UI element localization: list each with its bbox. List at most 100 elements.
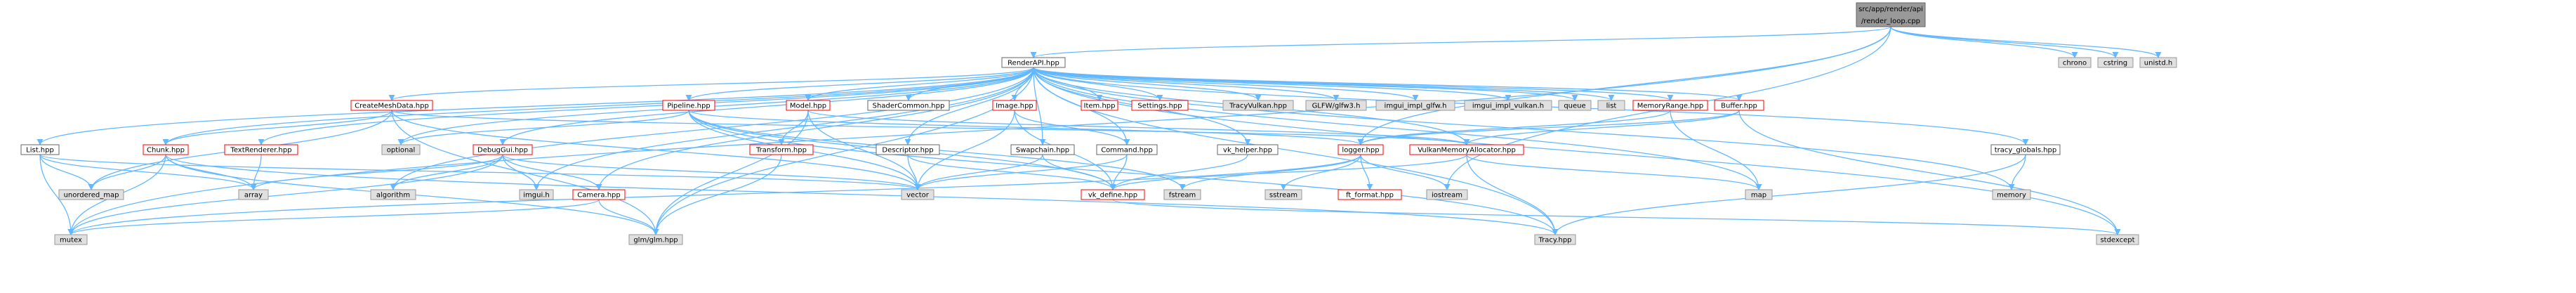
node-mutex: mutex xyxy=(54,234,88,245)
node-ftformat[interactable]: ft_format.hpp xyxy=(1337,189,1402,200)
node-createmeshdata[interactable]: CreateMeshData.hpp xyxy=(350,100,433,111)
node-debuggui-label: DebugGui.hpp xyxy=(477,147,528,155)
node-transform-box xyxy=(749,144,814,155)
edge-renderapi-to-glm xyxy=(652,67,1034,235)
node-unorderedmap-box xyxy=(58,189,124,200)
node-pipeline-box xyxy=(662,100,715,111)
edge-listhpp-to-mutex xyxy=(39,154,74,235)
node-image[interactable]: Image.hpp xyxy=(992,100,1037,111)
edge-vkdefine-to-stdexcept xyxy=(1112,199,2121,235)
edge-renderapi-to-textrenderer xyxy=(258,67,1034,145)
node-descriptor-box xyxy=(876,144,940,155)
node-image-box xyxy=(992,100,1037,111)
node-array: array xyxy=(238,189,269,200)
node-buffer[interactable]: Buffer.hpp xyxy=(1714,100,1764,111)
node-unorderedmap: unordered_map xyxy=(58,189,124,200)
node-command[interactable]: Command.hpp xyxy=(1096,144,1158,155)
node-buffer-box xyxy=(1714,100,1764,111)
node-chrono: chrono xyxy=(2058,57,2092,68)
node-tracyvulkan: TracyVulkan.hpp xyxy=(1222,100,1294,111)
node-camera[interactable]: Camera.hpp xyxy=(572,189,626,200)
node-tracy-box xyxy=(1534,234,1576,245)
edge-createmeshdata-to-vector xyxy=(391,110,921,190)
node-imguih: imgui.h xyxy=(519,189,554,200)
node-vkdefine-label: vk_define.hpp xyxy=(1088,192,1137,200)
edge-debuggui-to-imguih xyxy=(502,154,540,190)
node-vkhelper[interactable]: vk_helper.hpp xyxy=(1217,144,1279,155)
edge-renderapi-to-listhpp xyxy=(37,67,1034,145)
edge-pipeline-to-tracy xyxy=(688,110,1559,235)
node-iostream-box xyxy=(1426,189,1468,200)
node-cstring-box xyxy=(2097,57,2134,68)
node-transform[interactable]: Transform.hpp xyxy=(749,144,814,155)
node-transform-label: Transform.hpp xyxy=(755,147,807,155)
edge-debuggui-to-camera xyxy=(502,154,602,190)
edge-logger-to-mutex xyxy=(67,154,1361,235)
node-item-label: Item.hpp xyxy=(1084,103,1116,110)
node-root[interactable]: src/app/render/api/render_loop.cpp xyxy=(1856,2,1926,27)
node-iostream: iostream xyxy=(1426,189,1468,200)
node-sstream-box xyxy=(1264,189,1302,200)
node-settings[interactable]: Settings.hpp xyxy=(1131,100,1189,111)
node-logger[interactable]: logger.hpp xyxy=(1337,144,1384,155)
edge-vma-to-map xyxy=(1466,154,1762,190)
edge-listhpp-to-vector xyxy=(39,154,921,190)
node-memory-label: memory xyxy=(1997,192,2026,200)
node-chunk-box xyxy=(143,144,189,155)
node-model[interactable]: Model.hpp xyxy=(786,100,831,111)
node-memoryrange[interactable]: MemoryRange.hpp xyxy=(1632,100,1708,111)
node-item[interactable]: Item.hpp xyxy=(1081,100,1118,111)
node-queue-label: queue xyxy=(1564,103,1585,110)
node-textrenderer[interactable]: TextRenderer.hpp xyxy=(224,144,298,155)
edge-camera-to-mutex xyxy=(67,199,600,235)
edge-image-to-command xyxy=(1014,110,1130,145)
node-imguih-box xyxy=(519,189,554,200)
node-imguivulkan-label: imgui_impl_vulkan.h xyxy=(1472,103,1544,110)
node-algorithm: algorithm xyxy=(370,189,416,200)
node-vkhelper-label: vk_helper.hpp xyxy=(1223,147,1272,155)
node-unistd-box xyxy=(2139,57,2177,68)
node-fstream: fstream xyxy=(1163,189,1201,200)
node-renderapi-label: RenderAPI.hpp xyxy=(1008,60,1059,67)
node-root-label: /render_loop.cpp xyxy=(1861,18,1920,25)
edge-chunk-to-unorderedmap xyxy=(88,154,166,190)
node-optional-label: optional xyxy=(387,147,416,155)
node-fstream-box xyxy=(1163,189,1201,200)
node-chunk[interactable]: Chunk.hpp xyxy=(143,144,189,155)
node-cstring: cstring xyxy=(2097,57,2134,68)
edge-logger-to-iostream xyxy=(1360,154,1451,190)
node-root-label: src/app/render/api xyxy=(1858,6,1923,13)
node-imguivulkan: imgui_impl_vulkan.h xyxy=(1464,100,1552,111)
node-tracyglobals[interactable]: tracy_globals.hpp xyxy=(1990,144,2061,155)
node-descriptor[interactable]: Descriptor.hpp xyxy=(876,144,940,155)
node-listhpp[interactable]: List.hpp xyxy=(20,144,60,155)
edge-model-to-vector xyxy=(807,110,921,190)
node-cstring-label: cstring xyxy=(2103,60,2127,67)
edge-swapchain-to-vkdefine xyxy=(1042,154,1116,190)
node-optional-box xyxy=(381,144,421,155)
node-vma[interactable]: VulkanMemoryAllocator.hpp xyxy=(1409,144,1524,155)
edge-layer xyxy=(37,26,2162,235)
node-createmeshdata-box xyxy=(350,100,433,111)
edge-buffer-to-logger xyxy=(1357,110,1740,145)
node-vkhelper-box xyxy=(1217,144,1279,155)
node-vkdefine[interactable]: vk_define.hpp xyxy=(1081,189,1145,200)
edge-renderapi-to-swapchain xyxy=(1033,67,1046,145)
node-memory-box xyxy=(1992,189,2031,200)
edge-chunk-to-tracy xyxy=(165,154,1559,235)
node-debuggui[interactable]: DebugGui.hpp xyxy=(473,144,533,155)
node-debuggui-box xyxy=(473,144,533,155)
node-chunk-label: Chunk.hpp xyxy=(147,147,185,155)
node-swapchain[interactable]: Swapchain.hpp xyxy=(1010,144,1075,155)
node-shadercommon[interactable]: ShaderCommon.hpp xyxy=(867,100,950,111)
edge-createmeshdata-to-chunk xyxy=(162,110,392,145)
node-model-box xyxy=(786,100,831,111)
node-root-box xyxy=(1856,2,1926,27)
node-pipeline[interactable]: Pipeline.hpp xyxy=(662,100,715,111)
node-logger-box xyxy=(1337,144,1384,155)
node-glfw3-box xyxy=(1305,100,1367,111)
node-renderapi[interactable]: RenderAPI.hpp xyxy=(1001,57,1066,68)
node-map-label: map xyxy=(1751,192,1766,200)
node-imguiglfw-label: imgui_impl_glfw.h xyxy=(1385,103,1447,110)
